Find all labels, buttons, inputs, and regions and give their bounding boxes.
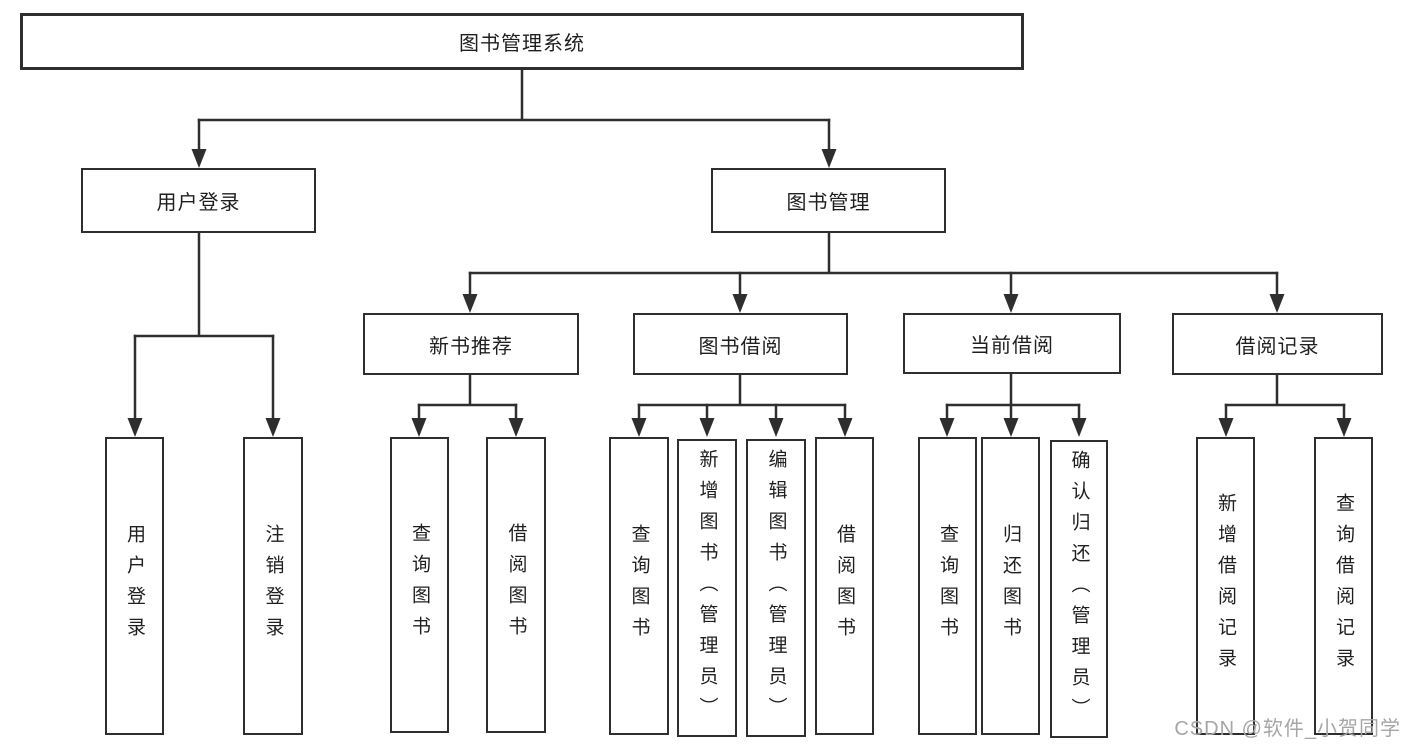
- node-current-borrow: 当前借阅: [903, 313, 1121, 374]
- arrow-down-icon: [1268, 271, 1286, 315]
- arrow-down-icon: [836, 403, 854, 439]
- leaf-confirm-return-admin: 确认归还（管理员）: [1050, 440, 1108, 738]
- csdn-watermark: CSDN @软件_小贺同学: [1174, 718, 1401, 740]
- arrow-down-icon: [820, 118, 838, 170]
- arrow-down-icon: [126, 334, 144, 439]
- leaf-borrow-books-2: 借阅图书: [815, 437, 874, 735]
- node-book-management: 图书管理: [711, 168, 946, 233]
- leaf-user-login: 用户登录: [105, 437, 164, 735]
- leaf-edit-books-admin: 编辑图书（管理员）: [746, 439, 806, 737]
- leaf-query-borrow-record: 查询借阅记录: [1314, 437, 1373, 735]
- arrow-down-icon: [698, 403, 716, 439]
- leaf-logout: 注销登录: [243, 437, 303, 735]
- leaf-query-books-1: 查询图书: [390, 437, 449, 733]
- arrow-down-icon: [507, 403, 525, 439]
- node-book-borrow: 图书借阅: [633, 313, 848, 375]
- arrow-down-icon: [767, 403, 785, 439]
- arrow-down-icon: [190, 118, 208, 170]
- leaf-return-books: 归还图书: [981, 437, 1040, 735]
- leaf-query-books-2: 查询图书: [609, 437, 669, 735]
- node-borrow-records: 借阅记录: [1172, 313, 1383, 375]
- node-root-library-system: 图书管理系统: [20, 13, 1024, 70]
- arrow-down-icon: [1217, 403, 1235, 439]
- leaf-add-books-admin: 新增图书（管理员）: [677, 439, 737, 737]
- arrow-down-icon: [461, 271, 479, 315]
- arrow-down-icon: [410, 403, 428, 439]
- arrow-down-icon: [1335, 403, 1353, 439]
- leaf-add-borrow-record: 新增借阅记录: [1196, 437, 1255, 735]
- node-new-book-recommend: 新书推荐: [363, 313, 579, 375]
- node-user-login: 用户登录: [81, 168, 316, 233]
- arrow-down-icon: [938, 403, 956, 439]
- arrow-down-icon: [264, 334, 282, 439]
- leaf-borrow-books-1: 借阅图书: [486, 437, 546, 733]
- arrow-down-icon: [630, 403, 648, 439]
- arrow-down-icon: [1002, 271, 1020, 315]
- arrow-down-icon: [1002, 403, 1020, 439]
- arrow-down-icon: [731, 271, 749, 315]
- arrow-down-icon: [1070, 403, 1088, 439]
- connector-trunk-lines: [133, 68, 1346, 407]
- leaf-query-books-3: 查询图书: [918, 437, 977, 735]
